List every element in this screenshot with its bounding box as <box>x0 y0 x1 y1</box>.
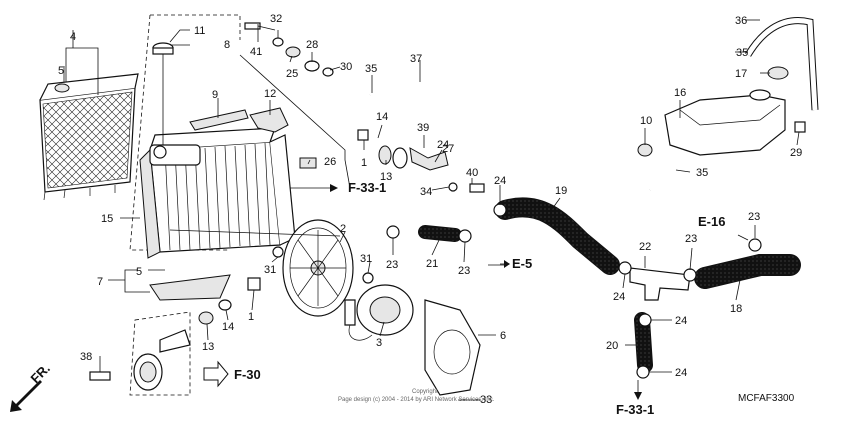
part-number: 40 <box>466 167 478 179</box>
clip <box>299 157 317 169</box>
ref-e-16[interactable]: E-16 <box>698 214 725 229</box>
part-number: 31 <box>360 253 372 265</box>
part-number: 41 <box>250 46 262 58</box>
ref-f-33-1-bottom[interactable]: F-33-1 <box>616 402 654 417</box>
radiator-core <box>139 127 296 259</box>
ref-f-33-1-top[interactable]: F-33-1 <box>348 180 386 195</box>
copyright-line: Copyright <box>412 389 438 395</box>
radiator-cap <box>152 42 174 145</box>
leader-lines <box>63 19 800 401</box>
part-number: 11 <box>194 25 205 37</box>
part-number: 27 <box>442 143 454 155</box>
part-number: 35 <box>696 167 708 179</box>
part-number: 15 <box>101 213 113 225</box>
part-number: 33 <box>480 394 492 406</box>
ref-f-30[interactable]: F-30 <box>234 367 261 382</box>
part-number: 37 <box>410 53 422 65</box>
part-number: 24 <box>613 291 625 303</box>
part-number: 24 <box>675 315 687 327</box>
radiator-grille <box>39 73 139 201</box>
front-arrow <box>10 380 42 412</box>
horn-group-outline <box>129 311 191 396</box>
part-number: 23 <box>458 265 470 277</box>
part-number: 16 <box>674 87 686 99</box>
copyright-line: Page design (c) 2004 - 2014 by ARI Netwo… <box>338 397 495 403</box>
part-number: 3 <box>376 337 382 349</box>
part-number: 13 <box>380 171 392 183</box>
part-number: 35 <box>365 63 377 75</box>
part-number: 39 <box>417 122 429 134</box>
part-number: 6 <box>500 330 506 342</box>
cooling-fan <box>282 219 354 317</box>
part-number: 8 <box>224 39 230 51</box>
part-number: 2 <box>340 223 346 235</box>
f30-arrow <box>203 360 229 388</box>
part-number: 20 <box>606 340 618 352</box>
reference-arrows <box>10 184 749 412</box>
part-number: 18 <box>730 303 742 315</box>
collar-1 <box>247 277 261 291</box>
horn <box>133 329 191 391</box>
part-number: 10 <box>640 115 652 127</box>
hose-clamps <box>386 203 762 379</box>
part-number: 14 <box>376 111 388 123</box>
bolt-31 <box>362 272 374 284</box>
grommet <box>637 143 653 157</box>
part-number: 32 <box>270 13 282 25</box>
bracket <box>249 107 289 133</box>
part-number: 31 <box>264 264 276 276</box>
part-number: 12 <box>264 88 276 100</box>
part-numbers: 1 1 2 3 4 5 5 6 7 8 9 10 11 12 13 13 14 … <box>58 13 802 406</box>
part-number: 5 <box>58 65 64 77</box>
part-number: 24 <box>437 139 449 151</box>
shroud-panel <box>189 109 249 131</box>
water-joint <box>629 267 691 301</box>
horn-bolt <box>89 371 111 381</box>
part-number: 22 <box>639 241 651 253</box>
part-number: 7 <box>97 276 103 288</box>
part-number: 24 <box>675 367 687 379</box>
front-direction-label: FR. <box>28 361 53 386</box>
part-number: 1 <box>361 157 367 169</box>
part-number: 28 <box>306 39 318 51</box>
collar-14 <box>218 299 232 311</box>
part-number: 23 <box>386 259 398 271</box>
part-number: 23 <box>748 211 760 223</box>
part-number: 35 <box>736 47 748 59</box>
part-number: 24 <box>494 175 506 187</box>
reserve-tank-cap <box>767 66 789 80</box>
bolt <box>794 121 806 133</box>
part-number: 5 <box>136 266 142 278</box>
part-number: 23 <box>685 233 697 245</box>
mounting-plate <box>149 274 231 301</box>
grommet-13 <box>198 311 214 325</box>
part-number: 25 <box>286 68 298 80</box>
part-number: 1 <box>248 311 254 323</box>
part-number: 19 <box>555 185 567 197</box>
fan-shroud <box>424 299 481 396</box>
diagram-code: MCFAF3300 <box>738 393 795 404</box>
part-number: 29 <box>790 147 802 159</box>
overflow-hose <box>369 81 671 191</box>
part-number: 38 <box>80 351 92 363</box>
part-number: 21 <box>426 258 438 270</box>
bracket-hardware <box>357 129 485 193</box>
part-number: 30 <box>340 61 352 73</box>
part-number: 26 <box>324 156 336 168</box>
reserve-tank <box>664 89 786 156</box>
part-number: 13 <box>202 341 214 353</box>
part-number: 9 <box>212 89 218 101</box>
part-number: 34 <box>420 186 432 198</box>
part-number: 17 <box>735 68 747 80</box>
fan-motor <box>344 284 414 341</box>
part-number: 36 <box>735 15 747 27</box>
bolt-31b <box>272 246 284 258</box>
part-number: 14 <box>222 321 234 333</box>
part-number: 4 <box>70 31 76 43</box>
ref-e-5[interactable]: E-5 <box>512 256 532 271</box>
